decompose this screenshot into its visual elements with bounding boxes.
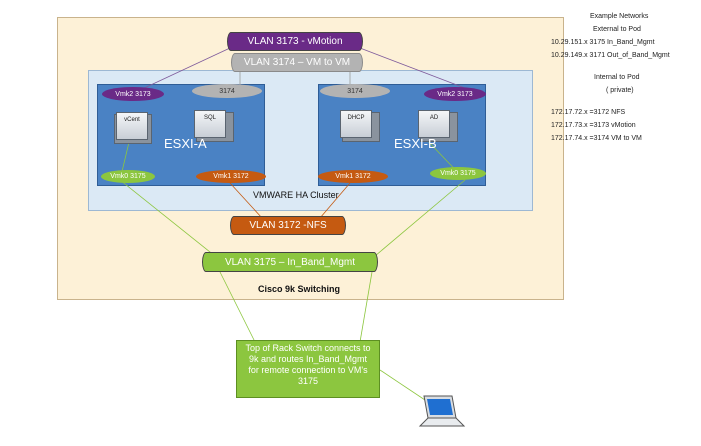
esxi-a-3174: 3174 xyxy=(192,84,262,98)
esxi-a-vmk2: Vmk2 3173 xyxy=(102,87,164,101)
notes-private: ( private) xyxy=(606,87,634,94)
mgmt-line-b xyxy=(374,179,466,257)
laptop-icon xyxy=(418,395,466,427)
notes-ext1: 10.29.151.x 3175 In_Band_Mgmt xyxy=(551,39,655,46)
esxi-b-vmk2: Vmk2 3173 xyxy=(424,87,486,101)
laptop-line xyxy=(379,369,429,403)
vm-ad: AD xyxy=(418,110,450,138)
esxi-b-vmk1: Vmk1 3172 xyxy=(318,170,388,183)
vm-dhcp: DHCP xyxy=(340,110,372,138)
vlan-mgmt-bar: VLAN 3175 – In_Band_Mgmt xyxy=(202,252,378,272)
vlan-vm-to-vm-bar: VLAN 3174 – VM to VM xyxy=(231,53,363,72)
notes-int1: 172.17.72.x =3172 NFS xyxy=(551,109,626,116)
esxi-a-vmk1: Vmk1 3172 xyxy=(196,170,266,183)
notes-int3: 172.17.74.x =3174 VM to VM xyxy=(551,135,642,142)
vlan-vmotion-bar: VLAN 3173 - vMotion xyxy=(227,32,363,51)
esxi-a-vmk0: Vmk0 3175 xyxy=(101,170,155,183)
esxi-b-3174: 3174 xyxy=(320,84,390,98)
vmotion-line-a xyxy=(139,47,231,91)
notes-external: External to Pod xyxy=(593,26,641,33)
vmotion-line-b xyxy=(359,47,471,91)
vm-sql: SQL xyxy=(194,110,226,138)
nfs-line-a xyxy=(229,182,263,219)
tor-line: for remote connection to VM's xyxy=(248,365,368,375)
tor-line: Top of Rack Switch connects to xyxy=(245,343,371,353)
esxi-b-label: ESXI-B xyxy=(394,136,437,151)
esxi-a-label: ESXI-A xyxy=(164,136,207,151)
nfs-line-b xyxy=(319,182,351,219)
notes-title: Example Networks xyxy=(590,13,649,20)
top-of-rack-switch-box: Top of Rack Switch connects to 9k and ro… xyxy=(236,340,380,398)
notes-ext2: 10.29.149.x 3171 Out_of_Band_Mgmt xyxy=(551,52,670,59)
tor-line: 9k and routes In_Band_Mgmt xyxy=(248,354,368,364)
vlan-nfs-bar: VLAN 3172 -NFS xyxy=(230,216,346,235)
mgmt-line-a xyxy=(119,179,216,257)
esxi-b-vmk0: Vmk0 3175 xyxy=(430,167,486,180)
notes-int2: 172.17.73.x =3173 vMotion xyxy=(551,122,636,129)
switching-label: Cisco 9k Switching xyxy=(258,284,341,294)
tor-line: 3175 xyxy=(297,376,319,386)
notes-internal: Internal to Pod xyxy=(594,74,640,81)
tor-line-b xyxy=(359,271,373,343)
vm-vcent: vCent xyxy=(116,112,148,140)
tor-line-a xyxy=(219,271,256,343)
cluster-label: VMWARE HA Cluster xyxy=(253,190,339,200)
